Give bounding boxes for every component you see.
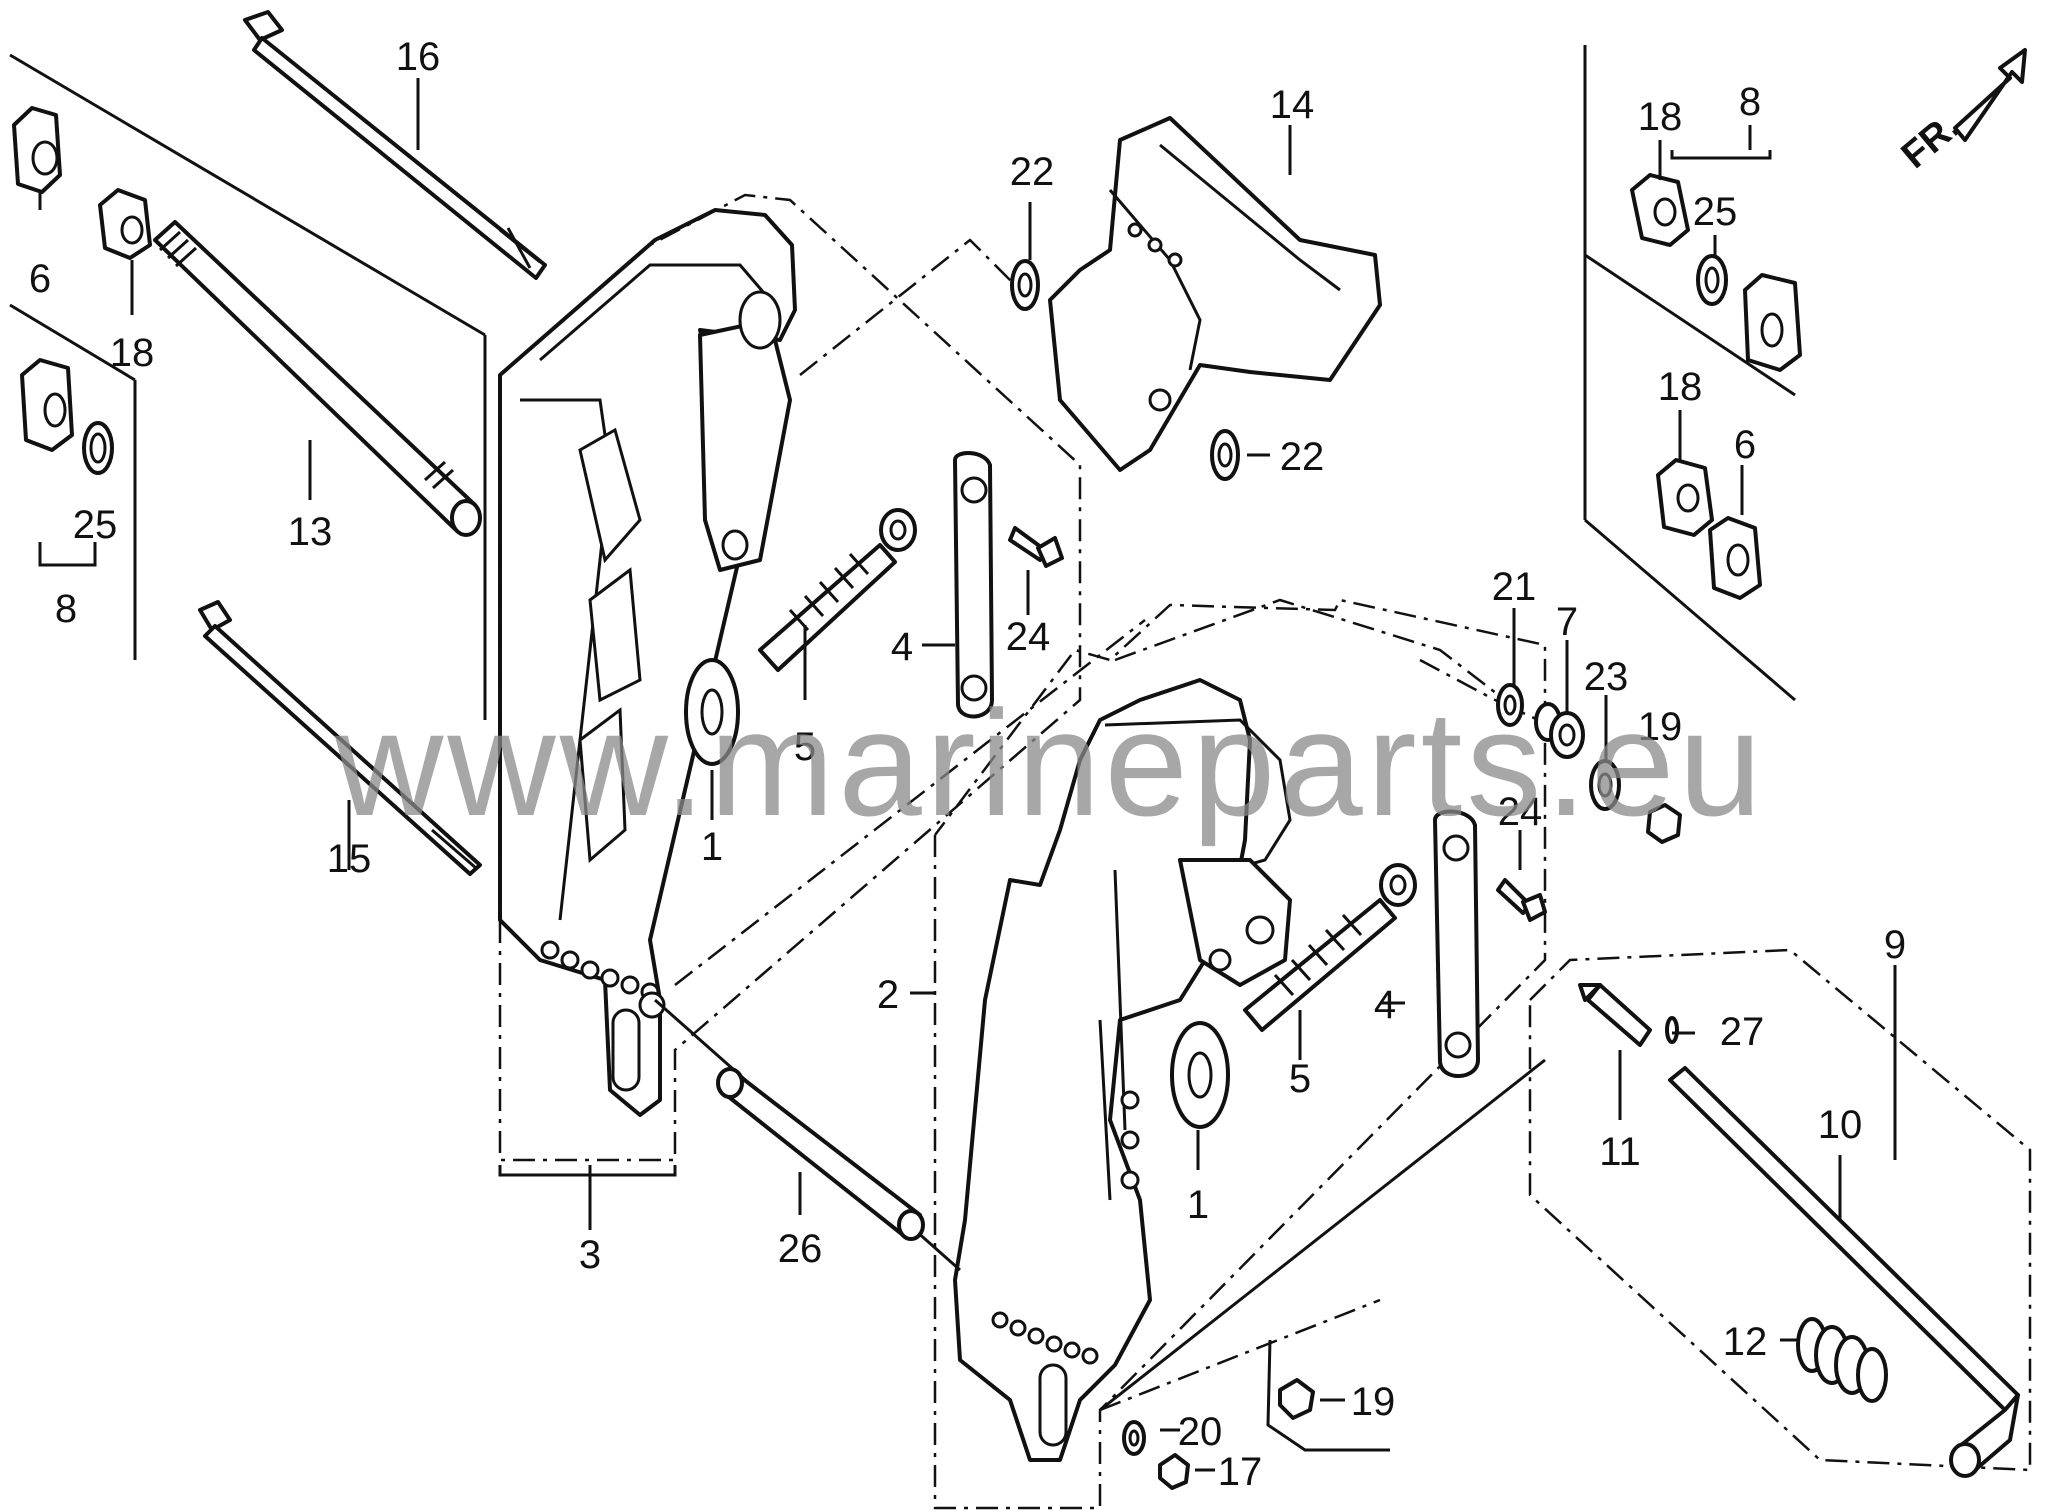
nut-6-left <box>12 106 62 194</box>
callout-8: 8 <box>55 587 77 631</box>
watermark: www.marineparts.eu <box>334 679 1766 847</box>
callout-labels: 16 6 18 25 13 8 15 3 26 1 5 4 24 22 14 2… <box>29 35 1906 1494</box>
spring-5-lower <box>1243 863 1417 1032</box>
callout-7: 7 <box>1556 600 1578 644</box>
callout-22: 22 <box>1280 435 1325 479</box>
washer-20 <box>1122 1420 1146 1456</box>
bracket-2-outline <box>933 598 1547 1510</box>
callout-12: 12 <box>1723 1320 1768 1364</box>
clamp-14 <box>1048 116 1382 472</box>
screw-24-upper <box>1008 526 1064 568</box>
leader-lines <box>38 78 1897 1472</box>
assembly-9-outline <box>1528 948 2032 1472</box>
spring-5-upper <box>758 508 917 672</box>
callout-18: 18 <box>1638 95 1683 139</box>
link-4-lower <box>1433 809 1480 1078</box>
nut-6-inset <box>1708 516 1762 600</box>
callout-24: 24 <box>1006 615 1051 659</box>
nut-8-left <box>20 358 74 452</box>
washer-22-lower <box>1210 429 1240 481</box>
nut-17 <box>1158 1453 1190 1490</box>
callout-18: 18 <box>110 331 155 375</box>
bushing-7 <box>1534 702 1585 759</box>
callout-17: 17 <box>1218 1450 1263 1494</box>
front-direction-arrow-icon <box>1953 48 2027 142</box>
callout-24: 24 <box>1498 790 1543 834</box>
callout-1: 1 <box>701 825 723 869</box>
callout-23: 23 <box>1584 655 1629 699</box>
callout-25: 25 <box>1693 190 1738 234</box>
callout-6: 6 <box>29 257 51 301</box>
washer-1-lower <box>1170 1021 1230 1129</box>
callout-21: 21 <box>1492 565 1537 609</box>
callout-13: 13 <box>288 510 333 554</box>
callout-3: 3 <box>579 1233 601 1277</box>
washer-25-left <box>82 421 114 475</box>
callout-27: 27 <box>1720 1010 1765 1054</box>
link-4-upper <box>953 451 994 719</box>
direction-label: FR. <box>1894 105 1968 177</box>
washer-25-inset <box>1696 254 1728 306</box>
nut-19-upper <box>1646 803 1682 844</box>
callout-19: 19 <box>1638 705 1683 749</box>
callout-4: 4 <box>891 625 913 669</box>
bracket-3-link-line <box>799 238 1031 376</box>
bracket-2-link-line <box>1114 598 1506 701</box>
bracket-3-outline <box>498 193 1082 1162</box>
callout-25: 25 <box>73 503 118 547</box>
washer-1-upper <box>684 658 740 766</box>
callout-19: 19 <box>1351 1380 1396 1424</box>
panel-dividers <box>9 45 1796 720</box>
callout-6: 6 <box>1734 423 1756 467</box>
pin-26 <box>716 1067 925 1241</box>
callout-11: 11 <box>1599 1130 1641 1174</box>
nut-19-lower <box>1278 1378 1315 1420</box>
washer-21 <box>1496 683 1524 727</box>
screw-24-lower <box>1496 878 1547 922</box>
rod-10 <box>1668 1066 2020 1478</box>
callout-9: 9 <box>1884 923 1906 967</box>
callout-15: 15 <box>327 837 372 881</box>
washer-22-upper <box>1010 259 1040 311</box>
callout-26: 26 <box>778 1227 823 1271</box>
stern-bracket-3 <box>498 208 797 1117</box>
callout-8: 8 <box>1739 80 1761 124</box>
callout-2: 2 <box>877 973 899 1017</box>
pin-11 <box>1578 983 1652 1047</box>
spring-12 <box>1796 1317 1888 1403</box>
stern-bracket-2 <box>953 678 1292 1462</box>
nut-18-inset-upper <box>1630 173 1690 247</box>
callout-14: 14 <box>1270 83 1315 127</box>
callout-5: 5 <box>794 725 816 769</box>
callout-4: 4 <box>1374 983 1396 1027</box>
nut-8-inset <box>1743 273 1802 372</box>
callout-5: 5 <box>1289 1057 1311 1101</box>
callout-18: 18 <box>1658 365 1703 409</box>
bolt-16 <box>243 10 547 280</box>
nut-18-inset-lower <box>1656 458 1714 537</box>
callout-20: 20 <box>1178 1410 1223 1454</box>
nut-18-left <box>98 188 152 260</box>
washer-23 <box>1589 759 1621 811</box>
bolt-15 <box>198 600 482 876</box>
callout-16: 16 <box>396 35 441 79</box>
callout-1: 1 <box>1187 1183 1209 1227</box>
o-ring-27 <box>1665 1016 1679 1044</box>
callout-22: 22 <box>1010 150 1055 194</box>
callout-10: 10 <box>1818 1103 1863 1147</box>
threaded-rod-13 <box>153 220 482 537</box>
